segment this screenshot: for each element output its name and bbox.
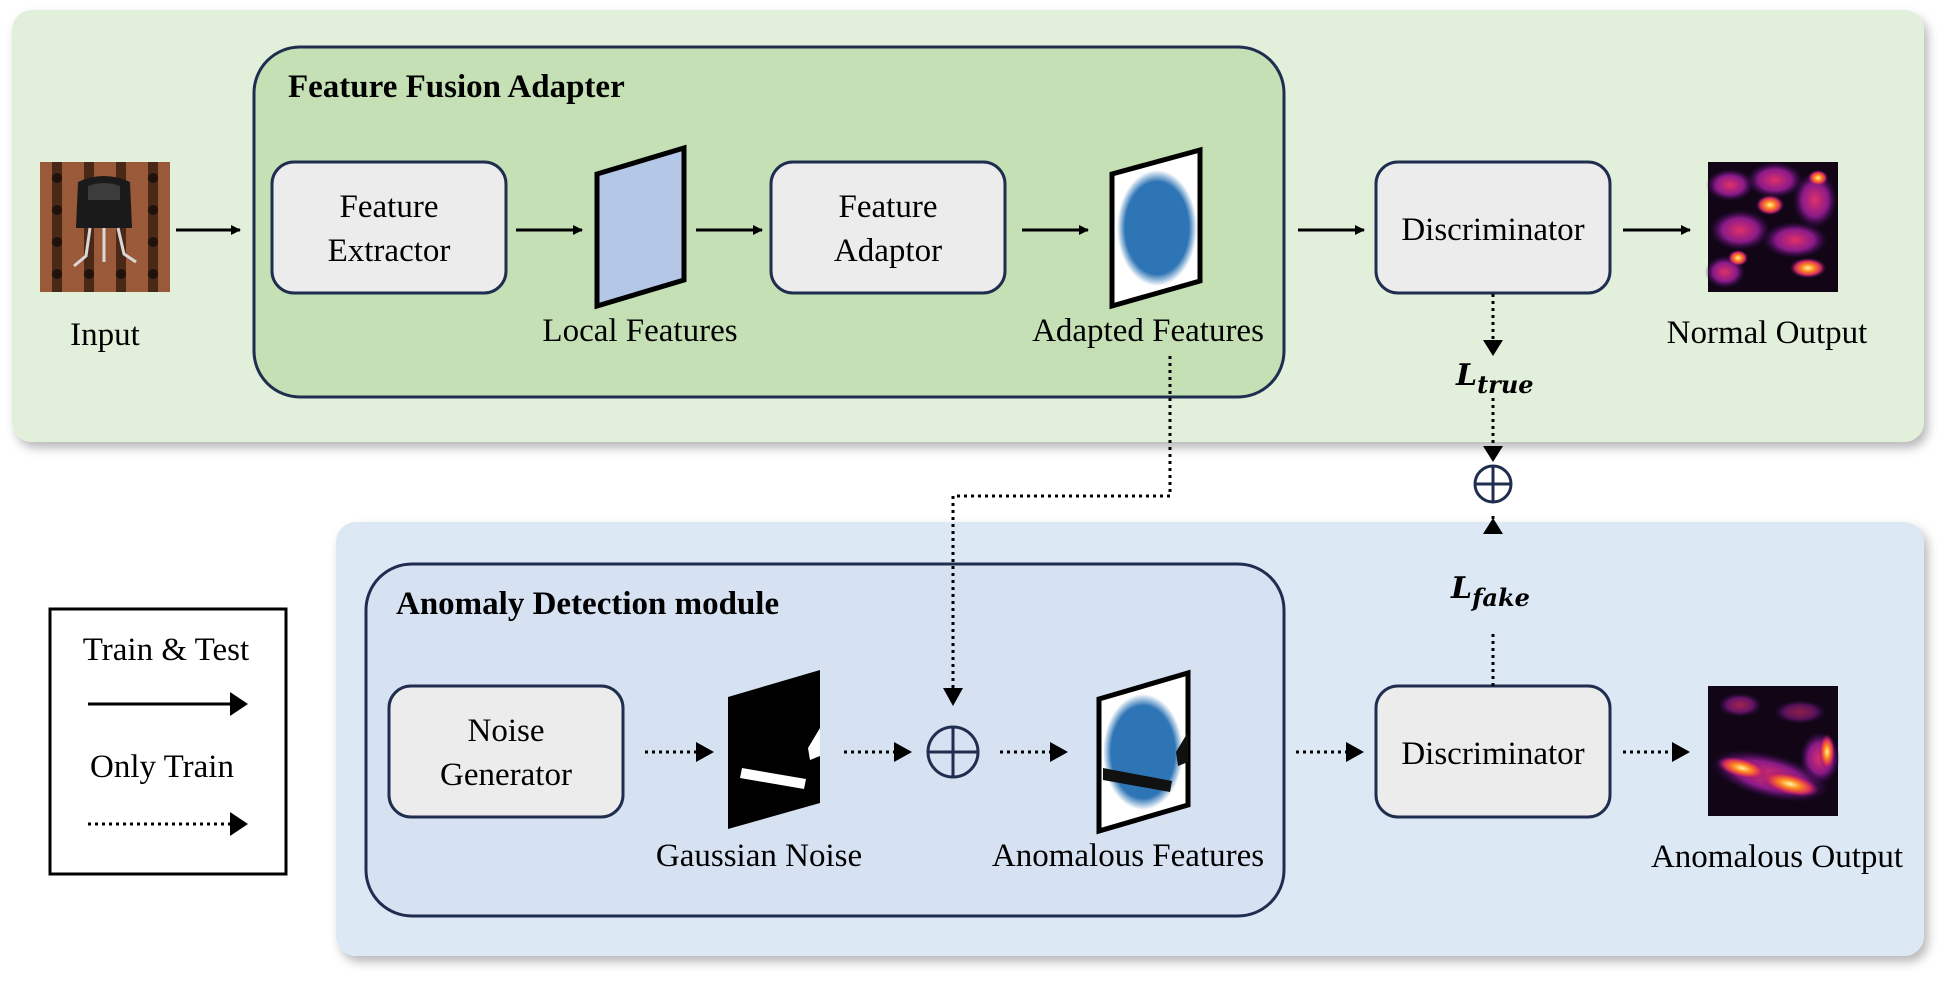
feature-fusion-adapter-title: Feature Fusion Adapter [288, 69, 625, 105]
feature-extractor-line-1: Feature [340, 189, 439, 225]
legend-only-train-label: Only Train [90, 749, 234, 785]
anomaly-detection-group [364, 562, 1286, 918]
legend-train-test-label: Train & Test [83, 632, 249, 668]
noise-generator-line-2: Generator [440, 757, 572, 793]
local-features-label: Local Features [542, 313, 737, 349]
local-features-icon [594, 144, 687, 310]
anomalous-output-label: Anomalous Output [1651, 839, 1903, 875]
discriminator-top-label: Discriminator [1401, 212, 1584, 248]
input-image [40, 162, 170, 292]
oplus-icon-middle [1473, 464, 1513, 504]
anomalous-output-heatmap [1708, 686, 1840, 816]
discriminator-bottom-label: Discriminator [1401, 736, 1584, 772]
anomaly-detection-title: Anomaly Detection module [396, 586, 779, 622]
connector-arrowhead [943, 688, 963, 706]
dotted-arrowheads-bottom [696, 742, 1690, 762]
gaussian-noise-icon [728, 670, 820, 829]
normal-output-label: Normal Output [1667, 315, 1868, 351]
adapted-features-icon [1109, 146, 1203, 310]
loss-fake-label: Lfake [1450, 571, 1530, 612]
feature-fusion-adapter-group [252, 45, 1286, 399]
oplus-icon-bottom [926, 725, 980, 779]
feature-extractor-line-2: Extractor [328, 233, 451, 269]
normal-output-heatmap [1705, 162, 1838, 292]
legend-dotted-arrowhead [230, 812, 248, 836]
legend-box [48, 607, 288, 876]
gaussian-noise-label: Gaussian Noise [656, 838, 862, 874]
input-label: Input [70, 317, 140, 353]
noise-generator-line-1: Noise [468, 713, 545, 749]
feature-adaptor-box [769, 160, 1007, 295]
adapted-to-anomaly-connector [951, 356, 1172, 688]
adapted-features-label: Adapted Features [1032, 313, 1264, 349]
feature-adaptor-line-2: Adaptor [834, 233, 942, 269]
anomalous-features-label: Anomalous Features [992, 838, 1264, 874]
loss-path-arrowheads [1483, 340, 1503, 534]
feature-extractor-box [270, 160, 508, 295]
feature-adaptor-line-1: Feature [839, 189, 938, 225]
legend-solid-arrowhead [230, 692, 248, 716]
noise-generator-box [387, 684, 625, 819]
loss-true-label: Ltrue [1455, 358, 1534, 399]
anomalous-features-icon [1096, 669, 1191, 835]
discriminator-top-box [1374, 160, 1612, 295]
